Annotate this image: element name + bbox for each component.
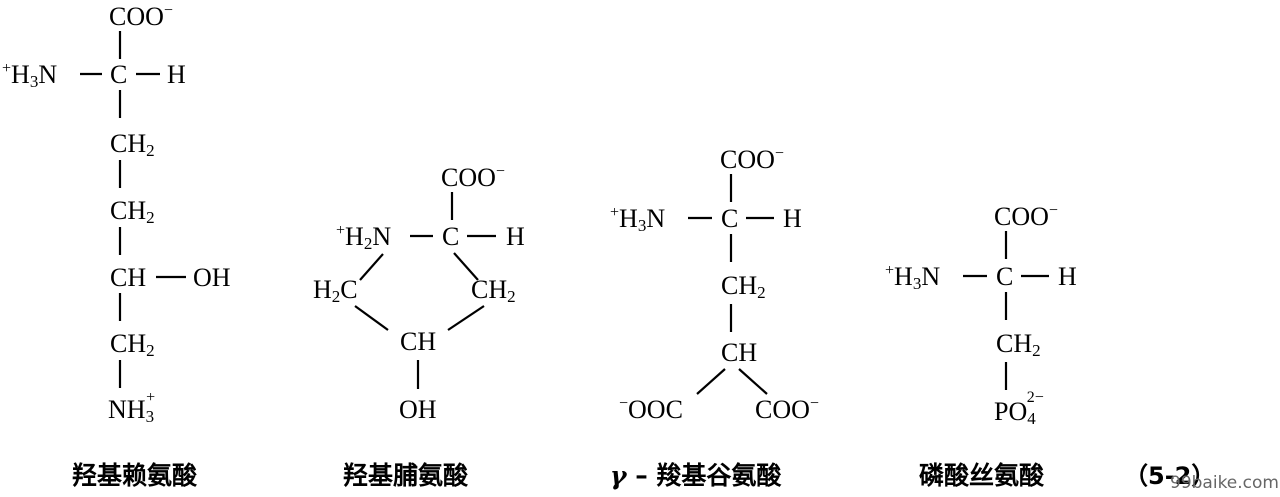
molecule-caption: 磷酸丝氨酸 bbox=[919, 461, 1045, 490]
watermark: 99baike.com bbox=[1170, 473, 1279, 493]
hydrogen-label: H bbox=[1058, 262, 1077, 291]
bond bbox=[696, 368, 726, 395]
methylene-label: CH2 bbox=[996, 329, 1041, 360]
molecule-caption: 羟基脯氨酸 bbox=[343, 461, 469, 490]
alpha-carbon-label: C bbox=[721, 204, 738, 233]
methylene-label: CH2 bbox=[110, 329, 155, 360]
molecule-caption: γ – 羧基谷氨酸 bbox=[610, 461, 782, 490]
equation-number: （5-2） bbox=[1124, 462, 1215, 490]
hydrogen-label: H bbox=[506, 222, 525, 251]
methylene-label: CH2 bbox=[110, 196, 155, 227]
methylene-label: H2C bbox=[313, 275, 358, 306]
carboxylate-label: COO− bbox=[994, 202, 1058, 231]
hydrogen-label: H bbox=[783, 204, 802, 233]
molecule-caption: 羟基赖氨酸 bbox=[72, 461, 198, 490]
bond bbox=[359, 253, 384, 281]
alpha-carbon-label: C bbox=[110, 60, 127, 89]
carboxylate-label: COO− bbox=[720, 145, 784, 174]
hydroxyl-label: OH bbox=[399, 395, 437, 424]
alpha-carbon-label: C bbox=[442, 222, 459, 251]
ammonium-label: +H2N bbox=[336, 222, 391, 253]
methine-label: CH bbox=[400, 327, 436, 356]
carboxylate-label: COO− bbox=[441, 163, 505, 192]
methine-label: CH bbox=[110, 263, 146, 292]
bond bbox=[354, 305, 389, 331]
ammonium-label: +H3N bbox=[885, 262, 940, 293]
ammonium-label: +H3N bbox=[2, 60, 57, 91]
carboxylate-label: COO− bbox=[755, 395, 819, 424]
phosphate-label: PO42− bbox=[994, 389, 1044, 428]
methylene-label: CH2 bbox=[110, 129, 155, 160]
amino-group-label: NH3+ bbox=[108, 389, 155, 426]
bond bbox=[738, 368, 768, 395]
bond bbox=[453, 252, 479, 281]
hydroxyl-label: OH bbox=[193, 263, 231, 292]
hydrogen-label: H bbox=[167, 60, 186, 89]
phosphoserine-structure: COO− +H3N C H CH2 PO42− 磷酸丝氨酸 bbox=[885, 202, 1077, 490]
methine-label: CH bbox=[721, 338, 757, 367]
bond bbox=[447, 305, 485, 331]
alpha-carbon-label: C bbox=[996, 262, 1013, 291]
hydroxylysine-structure: COO− +H3N C H CH2 CH2 CH OH CH2 NH3+ 羟基赖… bbox=[2, 2, 231, 490]
gamma-carboxyglutamate-structure: COO− +H3N C H CH2 CH −OOC COO− γ – 羧基谷氨酸 bbox=[610, 145, 819, 490]
hydroxyproline-structure: COO− +H2N C H H2C CH2 CH OH 羟基脯氨酸 bbox=[313, 163, 525, 490]
carboxylate-label: −OOC bbox=[619, 395, 683, 424]
methylene-label: CH2 bbox=[721, 271, 766, 302]
carboxylate-label: COO− bbox=[109, 2, 173, 31]
ammonium-label: +H3N bbox=[610, 204, 665, 235]
methylene-label: CH2 bbox=[471, 275, 516, 306]
